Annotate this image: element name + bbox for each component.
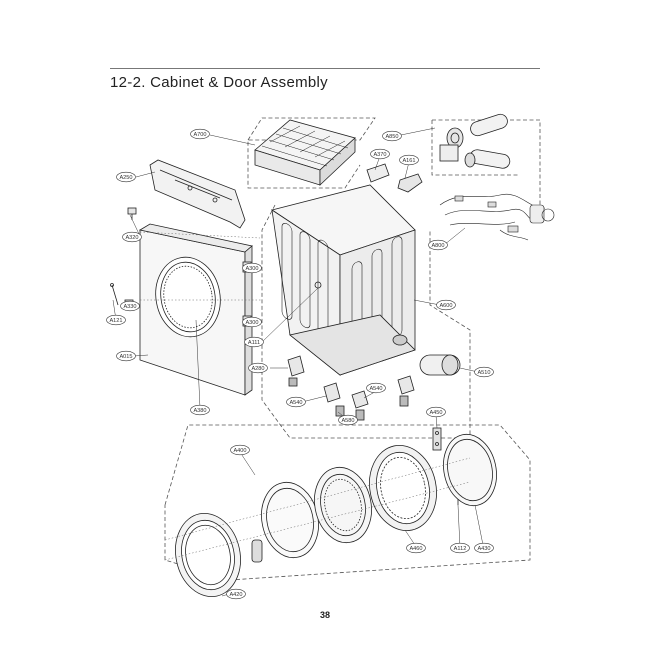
page-title: 12-2. Cabinet & Door Assembly xyxy=(110,74,328,91)
callout-a320: A320 xyxy=(122,231,142,243)
callout-a510: A510 xyxy=(474,366,494,378)
callout-bubble xyxy=(242,262,262,274)
callout-bubble xyxy=(406,542,426,554)
callout-label: A111 xyxy=(248,340,260,346)
callout-label: A400 xyxy=(233,448,246,454)
duct-pipe-part xyxy=(439,113,511,169)
callout-bubble xyxy=(116,171,136,183)
door-assembly-parts xyxy=(175,427,497,598)
callout-a112: A112 xyxy=(450,542,470,554)
callout-a580: A580 xyxy=(338,414,358,426)
callout-label: A580 xyxy=(341,418,354,424)
callout-label: A510 xyxy=(477,370,490,376)
top-rear-bracket-part xyxy=(149,159,246,229)
callout-bubble xyxy=(190,404,210,416)
callout-a400: A400 xyxy=(230,444,250,456)
front-panel-part xyxy=(138,223,253,396)
callout-label: A420 xyxy=(229,592,242,598)
callout-label: A700 xyxy=(193,132,206,138)
callout-bubble xyxy=(382,130,402,142)
callout-bubble xyxy=(370,148,390,160)
callout-bubble xyxy=(450,542,470,554)
callout-bubble xyxy=(338,414,358,426)
callout-a300a: A300 xyxy=(242,262,262,274)
callout-a111: A111 xyxy=(244,336,264,348)
callout-a850: A850 xyxy=(382,130,402,142)
wire-harness-part xyxy=(439,193,555,241)
callout-bubble xyxy=(474,542,494,554)
callout-bubble xyxy=(226,588,246,600)
callout-label: A161 xyxy=(402,158,415,164)
callout-a380: A380 xyxy=(190,404,210,416)
callout-a700: A700 xyxy=(190,128,210,140)
callout-bubble xyxy=(436,299,456,311)
callout-a460: A460 xyxy=(406,542,426,554)
callout-a015: A015 xyxy=(116,350,136,362)
alignment-lines xyxy=(139,231,471,561)
callout-bubble xyxy=(286,396,306,408)
callout-label: A300 xyxy=(245,266,258,272)
callout-a430: A430 xyxy=(474,542,494,554)
callout-label: A850 xyxy=(385,134,398,140)
page-number: 38 xyxy=(319,610,330,620)
leveling-feet-parts xyxy=(287,355,415,421)
callout-bubble xyxy=(399,154,419,166)
small-bracket-parts xyxy=(366,163,423,193)
callout-label: A600 xyxy=(439,303,452,309)
callout-a250: A250 xyxy=(116,171,136,183)
callout-a420: A420 xyxy=(226,588,246,600)
callout-bubble xyxy=(426,406,446,418)
callout-bubble xyxy=(428,239,448,251)
callout-a540b: A540 xyxy=(366,382,386,394)
callout-label: A280 xyxy=(251,366,264,372)
exhaust-tube-part xyxy=(419,354,461,376)
clip-part xyxy=(127,207,137,220)
callout-label: A320 xyxy=(125,235,138,241)
callout-bubble xyxy=(106,314,126,326)
callout-label: A112 xyxy=(454,546,467,552)
callout-a280: A280 xyxy=(248,362,268,374)
callout-label: A370 xyxy=(373,152,386,158)
callout-label: A460 xyxy=(409,546,422,552)
callout-a450: A450 xyxy=(426,406,446,418)
callout-label: A540 xyxy=(369,386,382,392)
callout-bubble xyxy=(244,336,264,348)
header-rule xyxy=(110,68,540,69)
callout-label: A380 xyxy=(193,408,206,414)
callout-a800: A800 xyxy=(428,239,448,251)
callout-a300b: A300 xyxy=(242,316,262,328)
callout-a540a: A540 xyxy=(286,396,306,408)
callout-label: A121 xyxy=(109,318,122,324)
callout-label: A800 xyxy=(431,243,444,249)
callout-bubble xyxy=(474,366,494,378)
callout-bubble xyxy=(230,444,250,456)
cabinet-body-part xyxy=(271,184,416,376)
callout-a600: A600 xyxy=(436,299,456,311)
callout-label: A430 xyxy=(477,546,490,552)
callout-bubble xyxy=(248,362,268,374)
callout-label: A300 xyxy=(245,320,258,326)
callout-a330: A330 xyxy=(120,300,140,312)
callout-bubble xyxy=(116,350,136,362)
callout-bubble xyxy=(190,128,210,140)
callout-bubble xyxy=(120,300,140,312)
callout-a370: A370 xyxy=(370,148,390,160)
callout-label: A330 xyxy=(123,304,136,310)
callout-label: A250 xyxy=(119,175,132,181)
callout-bubble xyxy=(366,382,386,394)
callout-label: A450 xyxy=(429,410,442,416)
callout-a161: A161 xyxy=(399,154,419,166)
top-grille-part xyxy=(254,119,356,186)
callout-label: A540 xyxy=(289,400,302,406)
callout-bubble xyxy=(122,231,142,243)
callout-label: A015 xyxy=(119,354,132,360)
callout-bubble xyxy=(242,316,262,328)
callout-a121: A121 xyxy=(106,314,126,326)
